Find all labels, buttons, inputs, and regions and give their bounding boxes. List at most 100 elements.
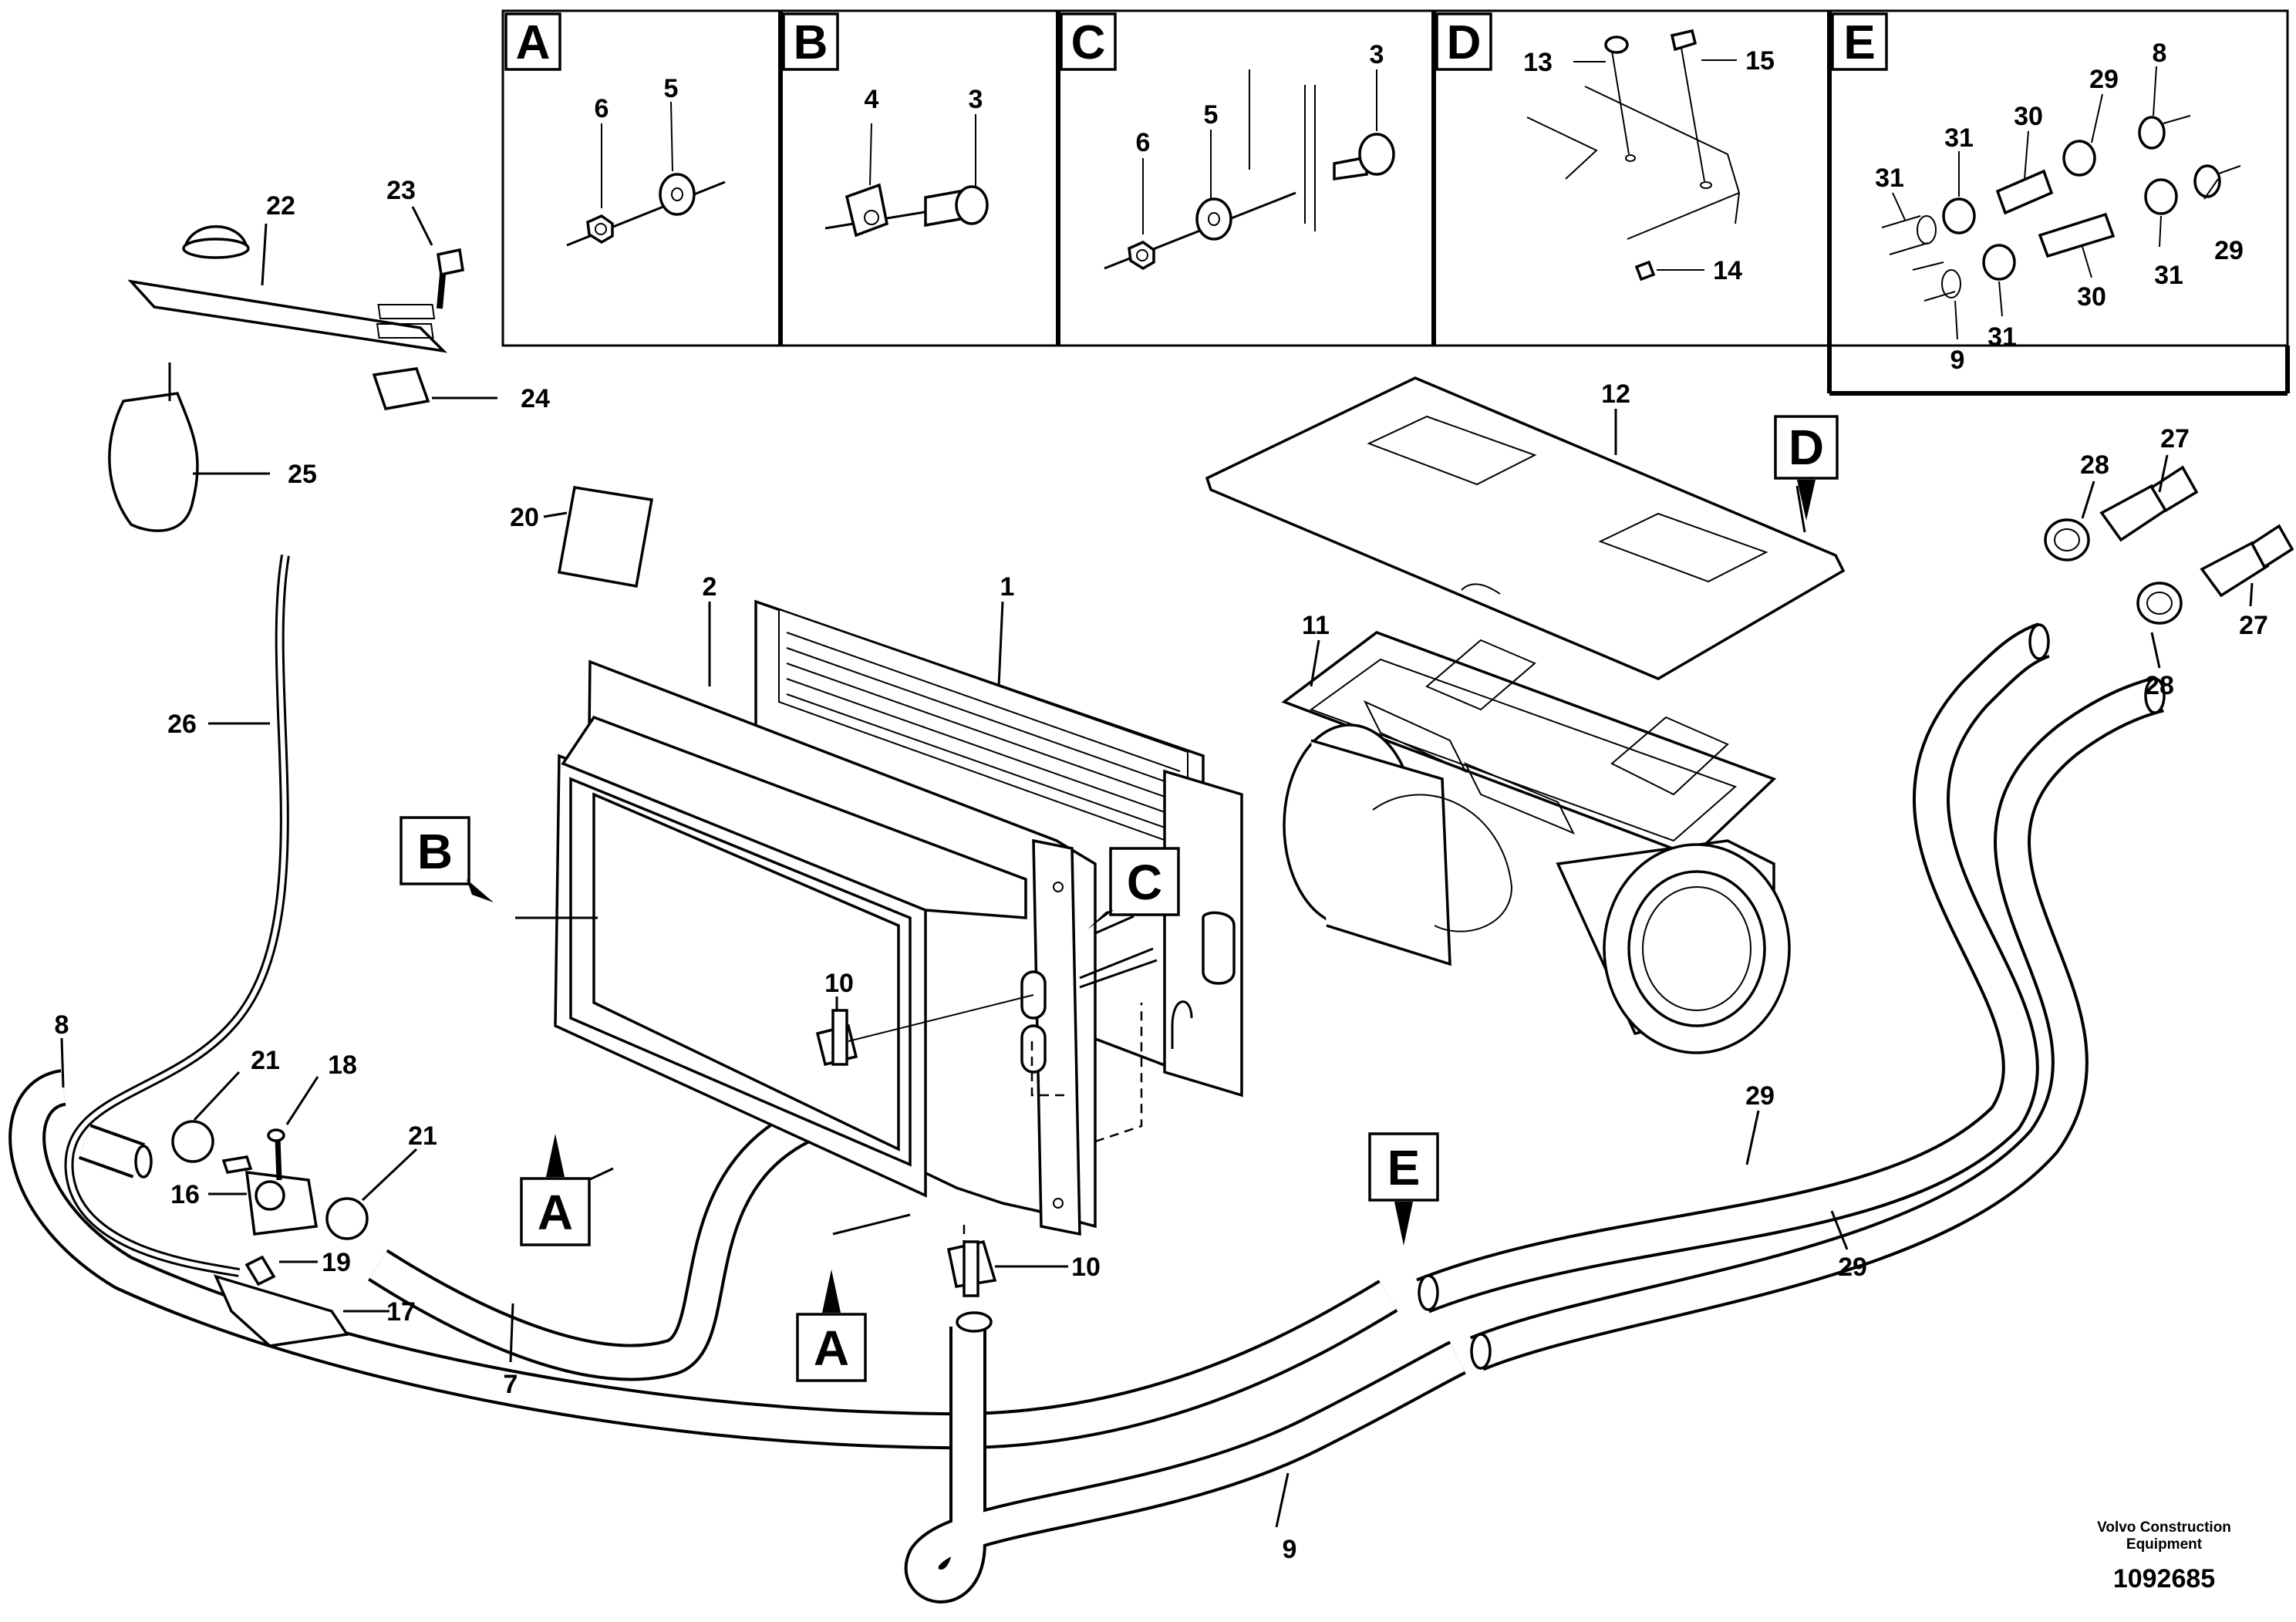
callout-4: 4 bbox=[865, 85, 879, 114]
clip-nut bbox=[845, 183, 889, 238]
svg-text:D: D bbox=[1789, 420, 1824, 475]
callout-numbers: 1 2 7 8 9 10 10 11 12 16 17 18 19 20 21 … bbox=[55, 176, 2268, 1564]
callout-8: 8 bbox=[55, 1010, 69, 1040]
callout-16: 16 bbox=[170, 1180, 200, 1209]
nut-24 bbox=[372, 367, 430, 410]
callout-3: 3 bbox=[1370, 40, 1384, 69]
detail-insets: A 6 5 B 4 3 C bbox=[501, 9, 2290, 396]
callout-19: 19 bbox=[322, 1248, 351, 1277]
callout-31: 29 bbox=[2089, 65, 2119, 94]
svg-text:B: B bbox=[417, 824, 453, 879]
washer bbox=[659, 173, 696, 216]
callout-15: 15 bbox=[1745, 46, 1775, 76]
reference-b: B bbox=[400, 816, 494, 902]
reference-a-2: A bbox=[796, 1270, 867, 1382]
nut-14 bbox=[1634, 260, 1656, 282]
inset-b: B 4 3 bbox=[782, 12, 989, 238]
inset-c-letter: C bbox=[1071, 16, 1106, 69]
bolt-15 bbox=[1670, 29, 1698, 52]
callout-10: 10 bbox=[824, 969, 854, 998]
callout-31: 31 bbox=[1988, 322, 2017, 352]
clamp-28 bbox=[2136, 582, 2183, 625]
hex-nut bbox=[586, 214, 614, 244]
hose-30 bbox=[1995, 169, 2054, 215]
callout-11: 11 bbox=[1302, 611, 1330, 640]
clamp-21 bbox=[325, 1197, 369, 1240]
callout-5: 5 bbox=[664, 74, 679, 103]
hose-9 bbox=[904, 1327, 1466, 1603]
callout-10: 10 bbox=[1071, 1253, 1101, 1282]
hoses bbox=[8, 622, 2166, 1603]
callout-29: 29 bbox=[2214, 236, 2244, 265]
callout-9: 9 bbox=[1283, 1535, 1297, 1564]
filter-pad-20 bbox=[557, 486, 654, 588]
reference-a-1: A bbox=[520, 1134, 591, 1246]
reference-markers: B C D E A A bbox=[400, 415, 1839, 1382]
clip-19 bbox=[244, 1255, 276, 1286]
svg-text:A: A bbox=[538, 1185, 573, 1240]
inset-d-letter: D bbox=[1447, 16, 1482, 69]
inset-c: C 6 5 3 bbox=[1060, 12, 1395, 271]
callout-31: 31 bbox=[2154, 261, 2183, 290]
callout-14: 14 bbox=[1713, 256, 1742, 285]
callout-30: 30 bbox=[2077, 282, 2106, 312]
inset-a: A 6 5 bbox=[504, 12, 726, 247]
inset-b-letter: B bbox=[794, 16, 828, 69]
hex-nut bbox=[1128, 240, 1155, 271]
callout-7: 7 bbox=[504, 1370, 518, 1399]
callout-27: 27 bbox=[2239, 611, 2268, 640]
callout-6: 6 bbox=[595, 94, 609, 123]
callout-22: 22 bbox=[266, 191, 295, 221]
bracket-17 bbox=[213, 1274, 349, 1347]
callout-23: 23 bbox=[386, 176, 416, 205]
inset-e: E 31 bbox=[1831, 12, 2244, 375]
cover-plate-12 bbox=[1205, 376, 1846, 680]
callout-26: 26 bbox=[167, 710, 197, 739]
bolt-13 bbox=[1604, 35, 1629, 54]
svg-text:A: A bbox=[814, 1320, 849, 1376]
callout-8: 31 bbox=[1875, 164, 1904, 193]
callout-1: 1 bbox=[1000, 572, 1015, 602]
valve-assembly bbox=[171, 1120, 369, 1347]
callout-24: 24 bbox=[521, 384, 550, 413]
leader-lines bbox=[60, 206, 2254, 1528]
callout-29: 8 bbox=[2153, 39, 2167, 68]
callout-12: 12 bbox=[1601, 379, 1630, 409]
callout-27: 27 bbox=[2160, 424, 2190, 454]
callout-18: 18 bbox=[328, 1050, 357, 1080]
callout-25: 25 bbox=[288, 460, 317, 489]
brand-line-2: Equipment bbox=[2126, 1536, 2203, 1553]
callout-13: 13 bbox=[1523, 48, 1553, 77]
heater-housing-2 bbox=[554, 659, 1143, 1236]
screw-head bbox=[1358, 133, 1395, 176]
fittings bbox=[2044, 465, 2294, 625]
callout-29: 29 bbox=[1838, 1253, 1867, 1282]
ring-29 bbox=[2138, 116, 2166, 150]
svg-text:C: C bbox=[1127, 855, 1162, 910]
brand-line-1: Volvo Construction bbox=[2097, 1519, 2231, 1536]
screw-head bbox=[955, 185, 989, 225]
callout-29: 29 bbox=[1745, 1081, 1775, 1111]
callout-6: 6 bbox=[1136, 128, 1151, 157]
blower-unit-11 bbox=[1281, 631, 1791, 1054]
inset-a-letter: A bbox=[516, 16, 551, 69]
control-assembly bbox=[64, 225, 464, 1277]
callout-17: 17 bbox=[386, 1297, 416, 1327]
callout-28: 28 bbox=[2145, 671, 2174, 700]
elbow-25 bbox=[108, 392, 199, 532]
callout-21: 21 bbox=[408, 1121, 437, 1151]
inset-d: D 13 15 14 bbox=[1435, 12, 1775, 285]
washer bbox=[1195, 197, 1232, 241]
callout-2: 2 bbox=[703, 572, 717, 602]
callout-28: 28 bbox=[2080, 450, 2109, 480]
svg-text:E: E bbox=[1387, 1140, 1421, 1195]
reference-c: C bbox=[1087, 847, 1180, 929]
inset-e-letter: E bbox=[1843, 16, 1875, 69]
clamp-21 bbox=[171, 1120, 214, 1163]
clamp-31 bbox=[1942, 197, 1976, 234]
screw-18 bbox=[267, 1128, 285, 1142]
control-plate-22 bbox=[127, 279, 448, 353]
mounting-bracket bbox=[1032, 838, 1081, 1236]
callout-5: 5 bbox=[1204, 100, 1219, 130]
